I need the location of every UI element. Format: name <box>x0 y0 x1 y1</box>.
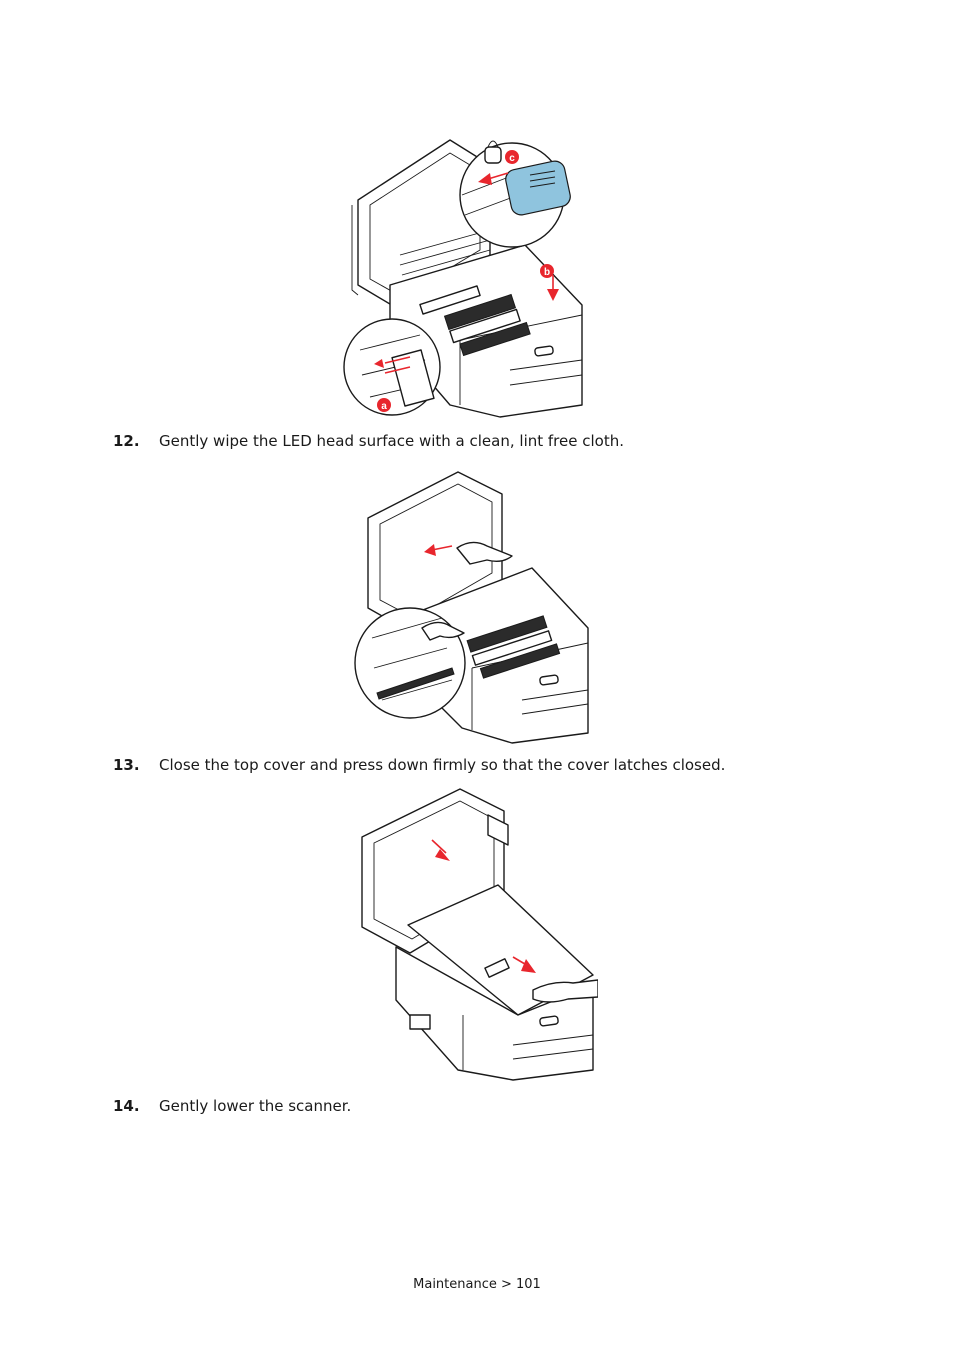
callout-c: c <box>509 153 515 164</box>
printer-illustration-1: c b a <box>343 139 583 418</box>
step-number: 13. <box>113 756 140 774</box>
figure-led-head-removal: c b a <box>340 135 590 420</box>
step-12: 12. Gently wipe the LED head surface with… <box>113 431 624 451</box>
step-text: Gently wipe the LED head surface with a … <box>159 432 624 450</box>
figure-wipe-led-head <box>352 468 592 746</box>
page-footer: Maintenance > 101 <box>413 1277 541 1292</box>
step-number: 14. <box>113 1097 140 1115</box>
callout-b: b <box>544 267 550 278</box>
figure-close-top-cover <box>348 785 598 1083</box>
step-13: 13. Close the top cover and press down fi… <box>113 755 725 775</box>
step-text: Close the top cover and press down firml… <box>159 756 726 774</box>
step-14: 14. Gently lower the scanner. <box>113 1096 351 1116</box>
step-text: Gently lower the scanner. <box>159 1097 352 1115</box>
callout-a: a <box>381 401 387 412</box>
step-number: 12. <box>113 432 140 450</box>
printer-illustration-2 <box>354 471 589 744</box>
printer-illustration-3 <box>361 788 598 1081</box>
